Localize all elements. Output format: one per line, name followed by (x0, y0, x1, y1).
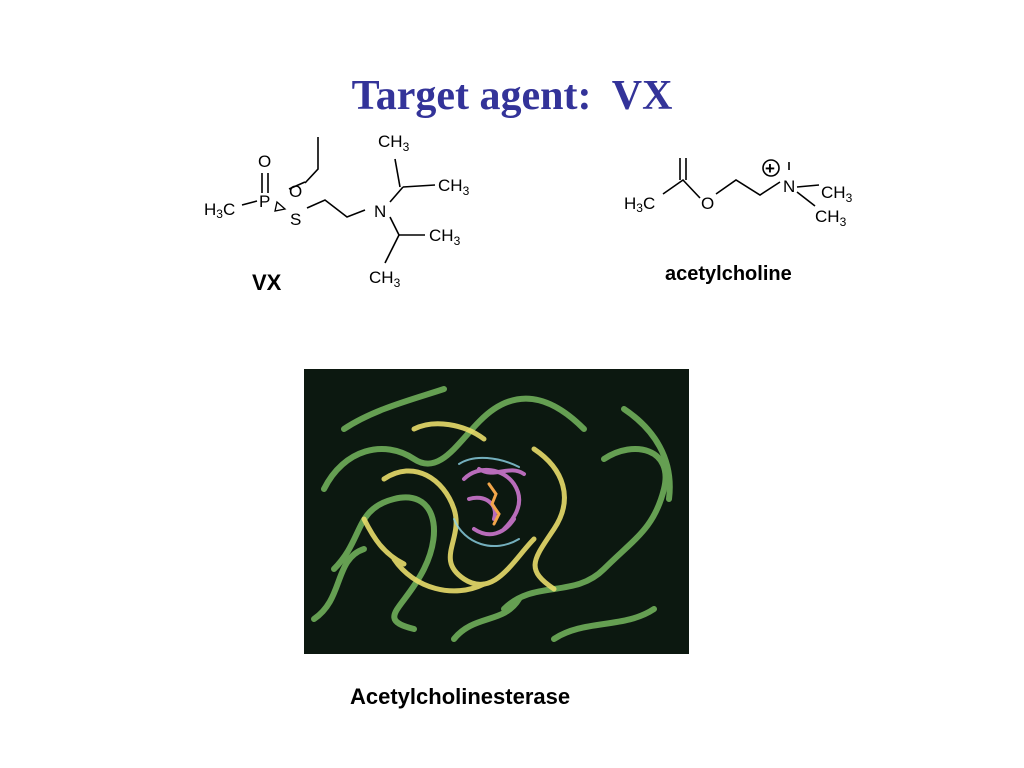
vx-structure: O P O S N H3C CH3 CH3 CH3 CH3 (204, 132, 470, 290)
ach-positive-charge: + (765, 159, 775, 178)
vx-ch3-top: CH3 (378, 132, 410, 154)
vx-ester-oxygen: O (289, 182, 302, 201)
acetylcholine-structure: + H3C O N CH3 CH3 (624, 158, 853, 229)
vx-ethyl-chain-bond (306, 199, 366, 218)
vx-wedge-bond (274, 200, 287, 212)
vx-n-isopropyl-bond-b (389, 216, 400, 236)
vx-h3c-label: H3C (204, 200, 235, 221)
ligand-molecule (487, 482, 501, 526)
ribbon-green-strands (311, 386, 673, 642)
ach-ch3-bottom: CH3 (815, 207, 847, 229)
acetylcholinesterase-caption: Acetylcholinesterase (350, 684, 571, 709)
ribbon-yellow-strands (361, 421, 567, 594)
vx-oxo-oxygen: O (258, 152, 271, 171)
ach-n-methyl-bond-right (796, 184, 820, 188)
ach-nitrogen: N (783, 177, 795, 196)
ach-positive-charge-circle (762, 159, 780, 177)
vx-phosphorus: P (259, 192, 270, 211)
vx-sulfur: S (290, 210, 301, 229)
active-site-residues (462, 467, 526, 537)
vx-ethoxy-bond (304, 137, 319, 184)
vx-ch3-upper-right: CH3 (438, 176, 470, 198)
vx-ipr-a-ch3-right-bond (402, 184, 436, 188)
vx-caption: VX (252, 270, 282, 295)
vx-methyl-bond (241, 200, 258, 206)
vx-ipr-b-ch3-bottom-bond (384, 234, 400, 264)
active-site-highlight (453, 456, 520, 548)
ach-ester-oxygen: O (701, 194, 714, 213)
acetylcholinesterase-image (304, 369, 689, 654)
vx-n-isopropyl-bond-a (389, 186, 404, 203)
slide-title: Target agent: VX (351, 73, 673, 119)
vx-nitrogen: N (374, 202, 386, 221)
ach-n-methyl-bond-bottom (796, 191, 816, 207)
acetylcholine-caption: acetylcholine (665, 263, 792, 285)
vx-po-bond (288, 181, 306, 190)
vx-ch3-bottom: CH3 (369, 268, 401, 290)
protein-ribbon-render (311, 386, 673, 642)
vx-ipr-a-ch3-top-bond (394, 158, 401, 188)
ach-acetyl-bond (662, 178, 701, 199)
ach-ch3-right: CH3 (821, 183, 853, 205)
ach-h3c-label: H3C (624, 194, 655, 215)
ach-choline-chain-bond (715, 179, 781, 196)
vx-ch3-lower-right: CH3 (429, 226, 461, 248)
